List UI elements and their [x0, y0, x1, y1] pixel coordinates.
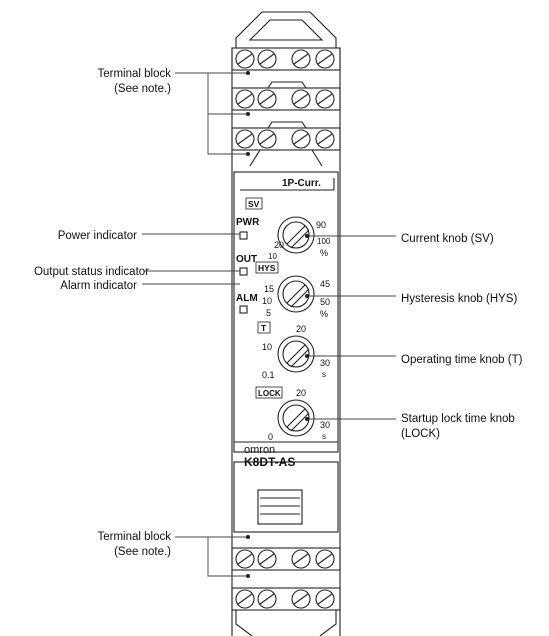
- leader-lines: [142, 72, 396, 577]
- leader-dots: [246, 71, 309, 578]
- vent-slots: [257, 489, 303, 525]
- terminal-row-top-3: [231, 121, 341, 151]
- power-indicator-label: Power indicator: [57, 230, 137, 242]
- sv-high: 90: [316, 220, 326, 230]
- startup-lock-knob[interactable]: [277, 399, 315, 437]
- alm-text: ALM: [236, 293, 258, 304]
- sv-min: 10: [268, 252, 277, 261]
- lock-mid: 20: [296, 388, 306, 398]
- brand-text: omron: [244, 444, 275, 456]
- power-indicator-lamp: [239, 231, 248, 240]
- hysteresis-knob[interactable]: [277, 275, 315, 313]
- out-text: OUT: [236, 254, 257, 265]
- current-knob-label: Current knob (SV): [401, 233, 494, 245]
- hys-max: 50: [320, 297, 330, 307]
- terminal-block-bottom-note: (See note.): [114, 546, 171, 558]
- t-unit: s: [322, 370, 326, 379]
- hys-mid2: 15: [264, 284, 274, 294]
- current-knob[interactable]: [277, 216, 315, 254]
- terminal-block-top-label: Terminal block (See note.): [98, 67, 172, 97]
- lock-min: 0: [268, 432, 273, 442]
- operating-time-knob-label: Operating time knob (T): [401, 354, 523, 366]
- model-text: K8DT-AS: [244, 455, 295, 469]
- startup-lock-knob-label: Startup lock time knob (LOCK): [401, 412, 515, 442]
- lock-tag: LOCK: [258, 389, 281, 398]
- t-low: 10: [262, 342, 272, 352]
- pwr-text: PWR: [236, 217, 260, 228]
- hys-low: 5: [266, 308, 271, 318]
- sv-unit: %: [320, 248, 328, 258]
- output-status-indicator-label: Output status indicator: [33, 266, 149, 278]
- terminal-block-top-title: Terminal block: [97, 68, 172, 80]
- output-indicator-lamp: [239, 267, 248, 276]
- lower-housing: [233, 461, 339, 533]
- terminal-block-top-note: (See note.): [114, 83, 171, 95]
- terminal-row-bottom-2: [231, 587, 341, 611]
- t-tag: T: [261, 323, 267, 333]
- hys-tag: HYS: [258, 263, 276, 273]
- alarm-indicator-label: Alarm indicator: [60, 280, 137, 292]
- model-type-text: 1P-Curr.: [282, 178, 321, 189]
- top-mounting-tab: [235, 11, 337, 49]
- t-min: 0.1: [262, 370, 275, 380]
- lock-unit: s: [322, 432, 326, 441]
- alarm-indicator-lamp: [239, 305, 248, 314]
- startup-lock-knob-note: (LOCK): [401, 428, 440, 440]
- hys-mid1: 10: [262, 296, 272, 306]
- t-max: 30: [320, 358, 330, 368]
- terminal-block-bottom-label: Terminal block (See note.): [98, 530, 172, 560]
- hys-unit: %: [320, 309, 328, 319]
- front-panel: [233, 171, 339, 453]
- t-mid: 20: [296, 324, 306, 334]
- terminal-row-top-2: [231, 81, 341, 111]
- sv-max: 100: [317, 237, 331, 246]
- terminal-row-top-1: [231, 47, 341, 71]
- operating-time-knob[interactable]: [277, 335, 315, 373]
- bottom-mounting-tab: [235, 609, 337, 636]
- sv-tag: SV: [248, 199, 260, 209]
- sv-low: 20: [274, 240, 284, 250]
- hys-high: 45: [320, 279, 330, 289]
- lock-max: 30: [320, 420, 330, 430]
- startup-lock-knob-title: Startup lock time knob: [401, 413, 515, 425]
- hysteresis-knob-label: Hysteresis knob (HYS): [401, 293, 518, 305]
- terminal-block-bottom-title: Terminal block: [97, 531, 172, 543]
- terminal-row-bottom-1: [231, 547, 341, 571]
